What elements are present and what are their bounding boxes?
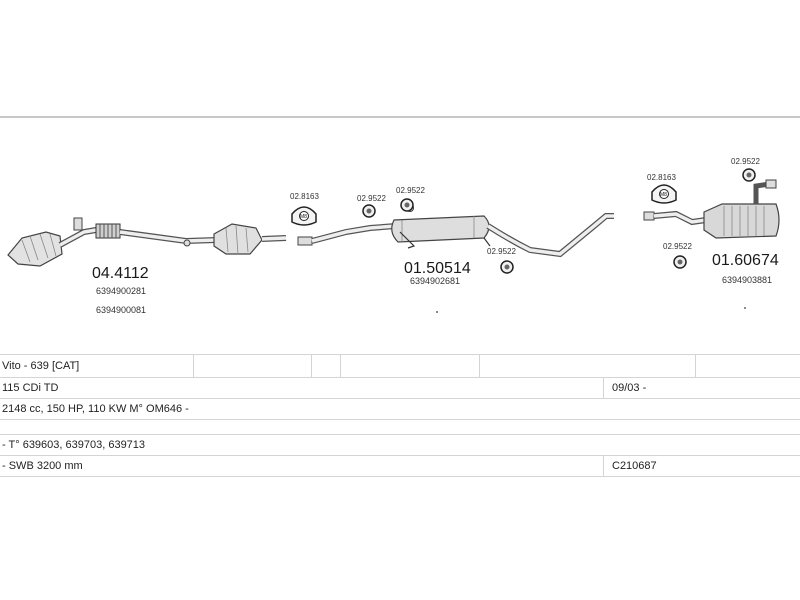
part-number-section3: 01.60674 (712, 252, 779, 269)
hanger-c-icon (400, 198, 414, 212)
front-pipe-catalyst (7, 217, 287, 267)
table-gap (0, 420, 800, 435)
oem-number-section1-a: 6394900281 (96, 286, 146, 296)
model-cell: Vito - 639 [CAT] (2, 360, 80, 372)
engine-cell: 115 CDi TD (2, 382, 59, 394)
code-cell: C210687 (612, 460, 657, 472)
fitting-label-hanger-c: 02.9522 (396, 186, 425, 195)
fitting-label-hanger-f: 02.9522 (731, 157, 760, 166)
fitting-label-clamp-e: 02.8163 (647, 173, 676, 182)
oem-number-section2: 6394902681 (410, 276, 460, 286)
part-number-section2: 01.50514 (404, 260, 471, 277)
hanger-d-icon (500, 260, 514, 274)
fitting-label-hanger-g: 02.9522 (663, 242, 692, 251)
clamp-a-icon: M8 (291, 206, 317, 226)
table-row-model: Vito - 639 [CAT] (0, 354, 800, 378)
svg-text:M8: M8 (300, 214, 307, 220)
table-row-wheelbase: - SWB 3200 mm C210687 (0, 456, 800, 477)
specs-cell: 2148 cc, 150 HP, 110 KW M° OM646 - (2, 403, 189, 415)
table-row-engine: 115 CDi TD 09/03 - (0, 378, 800, 399)
table-row-type: - T° 639603, 639703, 639713 (0, 435, 800, 456)
speck (436, 311, 438, 313)
table-row-specs: 2148 cc, 150 HP, 110 KW M° OM646 - (0, 399, 800, 420)
fitting-label-hanger-d: 02.9522 (487, 247, 516, 256)
svg-text:M8: M8 (660, 192, 667, 198)
speck (744, 307, 746, 309)
middle-pipe-silencer (297, 204, 614, 258)
hanger-f-icon (742, 168, 756, 182)
hanger-g-icon (673, 255, 687, 269)
wheelbase-cell: - SWB 3200 mm (2, 460, 83, 472)
date-cell: 09/03 - (612, 382, 647, 394)
oem-number-section1-b: 6394900081 (96, 305, 146, 315)
exhaust-system-diagram: 04.4112 6394900281 6394900081 02.8163 M8… (0, 116, 800, 315)
fitting-label-clamp-b: 02.9522 (357, 194, 386, 203)
type-cell: - T° 639603, 639703, 639713 (2, 439, 146, 451)
fitting-label-clamp-a: 02.8163 (290, 192, 319, 201)
hanger-b-icon (362, 204, 376, 218)
clamp-e-icon: M8 (651, 184, 677, 204)
rear-silencer (643, 179, 780, 239)
vehicle-info-table: Vito - 639 [CAT] 115 CDi TD 09/03 - 2148… (0, 354, 800, 477)
oem-number-section3: 6394903881 (722, 275, 772, 285)
part-number-section1: 04.4112 (92, 265, 149, 282)
